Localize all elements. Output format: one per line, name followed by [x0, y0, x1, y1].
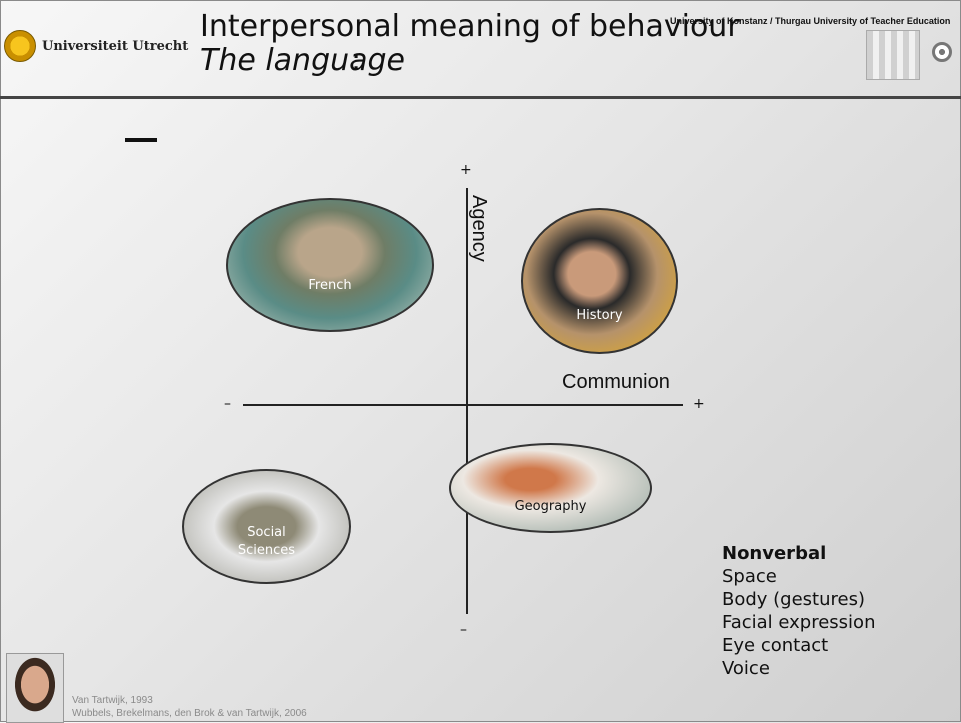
reference-1: Van Tartwijk, 1993 [72, 695, 153, 706]
oval-label-sciences: Sciences [237, 543, 296, 558]
slide-title: Interpersonal meaning of behaviour The l… [200, 10, 740, 78]
bullet-dash [125, 138, 157, 142]
agency-axis [466, 188, 468, 614]
french-teacher-oval: French [226, 198, 434, 332]
nonverbal-heading: Nonverbal [722, 543, 827, 564]
nonverbal-item: Body (gestures) [722, 589, 866, 610]
partner-universities: University of Konstanz / Thurgau Univers… [670, 16, 951, 26]
history-teacher-oval: History [521, 208, 678, 354]
title-line-2: The language [200, 43, 406, 78]
tick-bottom-minus: – [460, 622, 467, 638]
sun-emblem-icon [4, 30, 36, 62]
geography-teacher-oval: Geography [449, 443, 652, 533]
oval-label-geography: Geography [514, 499, 587, 514]
title-colon: : [351, 43, 362, 78]
nonverbal-item: Voice [722, 658, 770, 679]
tick-left-minus: – [224, 396, 231, 412]
header-divider [0, 96, 961, 99]
nonverbal-item: Facial expression [722, 612, 876, 633]
university-logo: Universiteit Utrecht [4, 30, 188, 62]
oval-label-history: History [576, 308, 623, 323]
reference-2: Wubbels, Brekelmans, den Brok & van Tart… [72, 708, 307, 719]
nonverbal-list: Nonverbal Space Body (gestures) Facial e… [722, 542, 875, 680]
presenter-avatar [6, 653, 64, 723]
tick-top-plus: + [460, 162, 472, 178]
partner-logo-circle-icon [932, 42, 952, 62]
nonverbal-item: Eye contact [722, 635, 829, 656]
social-sciences-teacher-oval: Social Sciences [182, 469, 351, 584]
agency-label: Agency [468, 195, 490, 262]
tick-right-plus: + [693, 396, 705, 412]
oval-label-social: Social [247, 525, 286, 540]
logo-text: Universiteit Utrecht [42, 38, 189, 54]
communion-label: Communion [562, 371, 670, 393]
communion-axis [243, 404, 683, 406]
nonverbal-item: Space [722, 566, 777, 587]
references: Van Tartwijk, 1993 Wubbels, Brekelmans, … [72, 694, 307, 720]
partner-logo-grid-icon [866, 30, 920, 80]
oval-label-french: French [308, 278, 352, 293]
title-line-1: Interpersonal meaning of behaviour [200, 9, 740, 44]
